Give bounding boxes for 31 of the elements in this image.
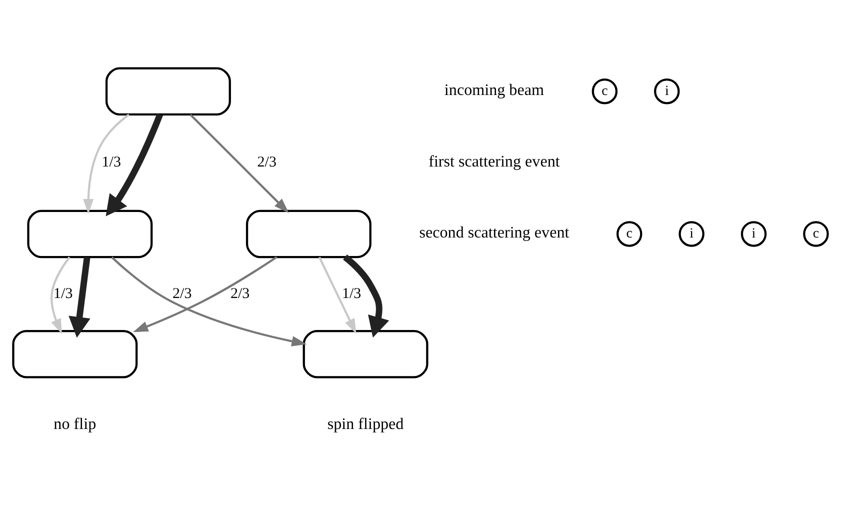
label: first scattering event [428, 153, 560, 170]
node-box [246, 210, 372, 258]
label: second scattering event [419, 224, 570, 242]
label: i [752, 226, 756, 242]
edge-label: 1/3 [342, 286, 362, 302]
edge-label: 2/3 [257, 154, 276, 171]
node-box [105, 67, 231, 116]
label: c [602, 84, 608, 99]
edge-label: 2/3 [172, 286, 192, 302]
arrow [190, 114, 289, 214]
node-box [12, 330, 138, 378]
label: i [664, 84, 669, 99]
arrow [106, 113, 163, 216]
node-box [27, 210, 153, 258]
label: incoming beam [444, 82, 544, 100]
arrow [83, 114, 130, 214]
edge-label: 2/3 [230, 286, 250, 302]
arrow [68, 256, 90, 338]
edge-label: 1/3 [102, 154, 121, 171]
label: c [626, 226, 632, 242]
edge-label: 1/3 [54, 286, 73, 302]
node-label: spin flipped [327, 416, 404, 434]
node-box [302, 330, 428, 378]
arrow [133, 256, 278, 332]
arrow [50, 256, 70, 334]
arrow [343, 254, 390, 338]
arrow [318, 256, 356, 334]
node-label: no flip [54, 416, 96, 434]
label: i [690, 226, 694, 242]
arrow [111, 256, 307, 346]
label: c [812, 226, 820, 242]
